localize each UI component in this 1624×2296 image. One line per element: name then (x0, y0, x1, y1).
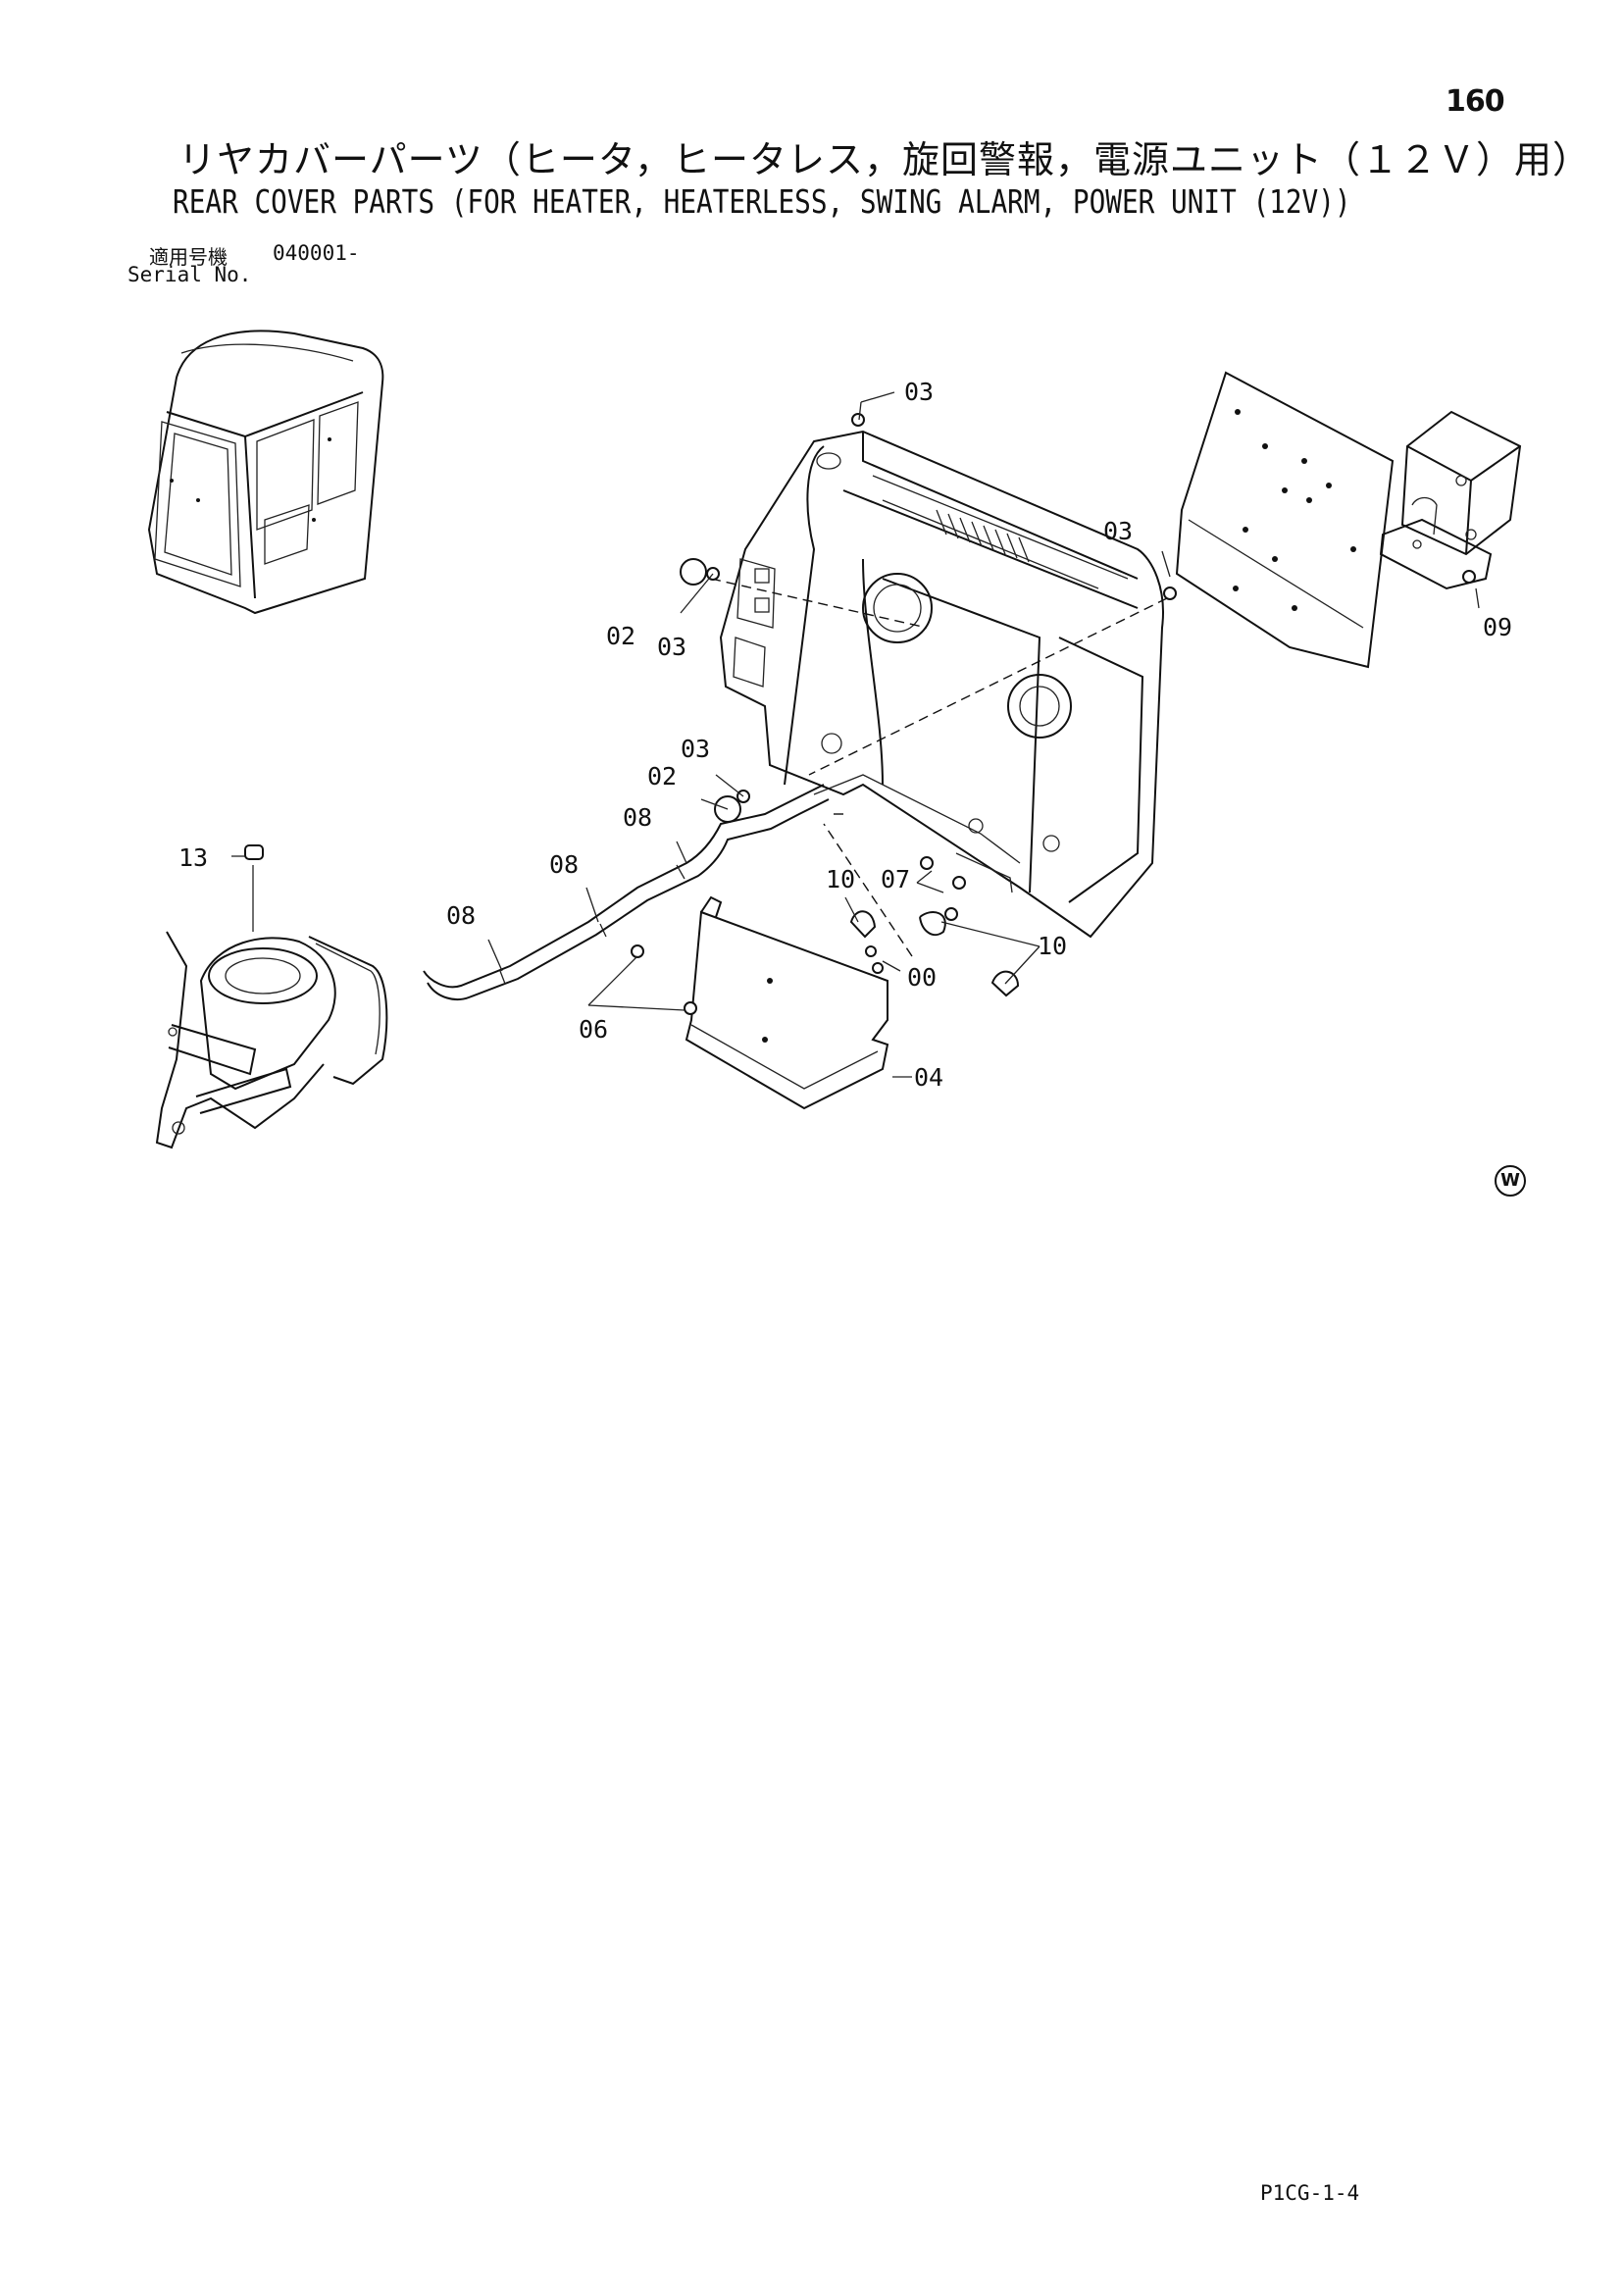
callout-08-c: 08 (446, 901, 476, 930)
fasteners (631, 413, 1476, 1015)
callout-leaders (231, 391, 1480, 1078)
callout-04: 04 (914, 1063, 943, 1092)
bottom-cover-plate-illustration (685, 895, 889, 1110)
callout-10-a: 10 (826, 865, 855, 893)
callout-03-right: 03 (1103, 517, 1133, 545)
callout-06: 06 (579, 1015, 608, 1044)
mounting-plate-illustration (1175, 371, 1395, 669)
callout-02-b: 02 (647, 762, 677, 791)
serial-number-value: 040001- (273, 241, 360, 265)
page-title-japanese: リヤカバーパーツ（ヒータ，ヒータレス，旋回警報，電源ユニット（１２Ｖ）用） (178, 138, 1591, 181)
callout-03-b: 03 (681, 735, 710, 763)
callout-00: 00 (907, 963, 937, 992)
page-number: 160 (1446, 84, 1505, 119)
watermark-w-symbol: W (1495, 1165, 1526, 1197)
callout-09: 09 (1483, 613, 1512, 641)
serial-label-japanese: 適用号機 (149, 245, 228, 269)
callout-02-a: 02 (606, 622, 635, 650)
cab-thumbnail-illustration (147, 330, 384, 615)
callout-08-b: 08 (549, 850, 579, 879)
serial-label-english: Serial No. (127, 263, 252, 286)
hose-pipe-illustration (423, 784, 830, 1001)
grille-slots (936, 509, 1030, 563)
callout-07: 07 (881, 865, 910, 893)
page-title-english: REAR COVER PARTS (FOR HEATER, HEATERLESS… (173, 182, 1351, 221)
callout-03-a: 03 (657, 633, 686, 661)
heater-bracket-assembly-illustration (155, 844, 388, 1149)
callout-03-top: 03 (904, 378, 934, 406)
callout-13: 13 (178, 843, 208, 872)
rear-cover-panel-illustration (719, 430, 1164, 939)
callout-08-a: 08 (623, 803, 652, 832)
assembly-leader-lines (710, 578, 1168, 957)
callout-10-b: 10 (1038, 932, 1067, 960)
figure-code: P1CG-1-4 (1260, 2181, 1360, 2205)
power-unit-box-illustration (1379, 410, 1522, 590)
